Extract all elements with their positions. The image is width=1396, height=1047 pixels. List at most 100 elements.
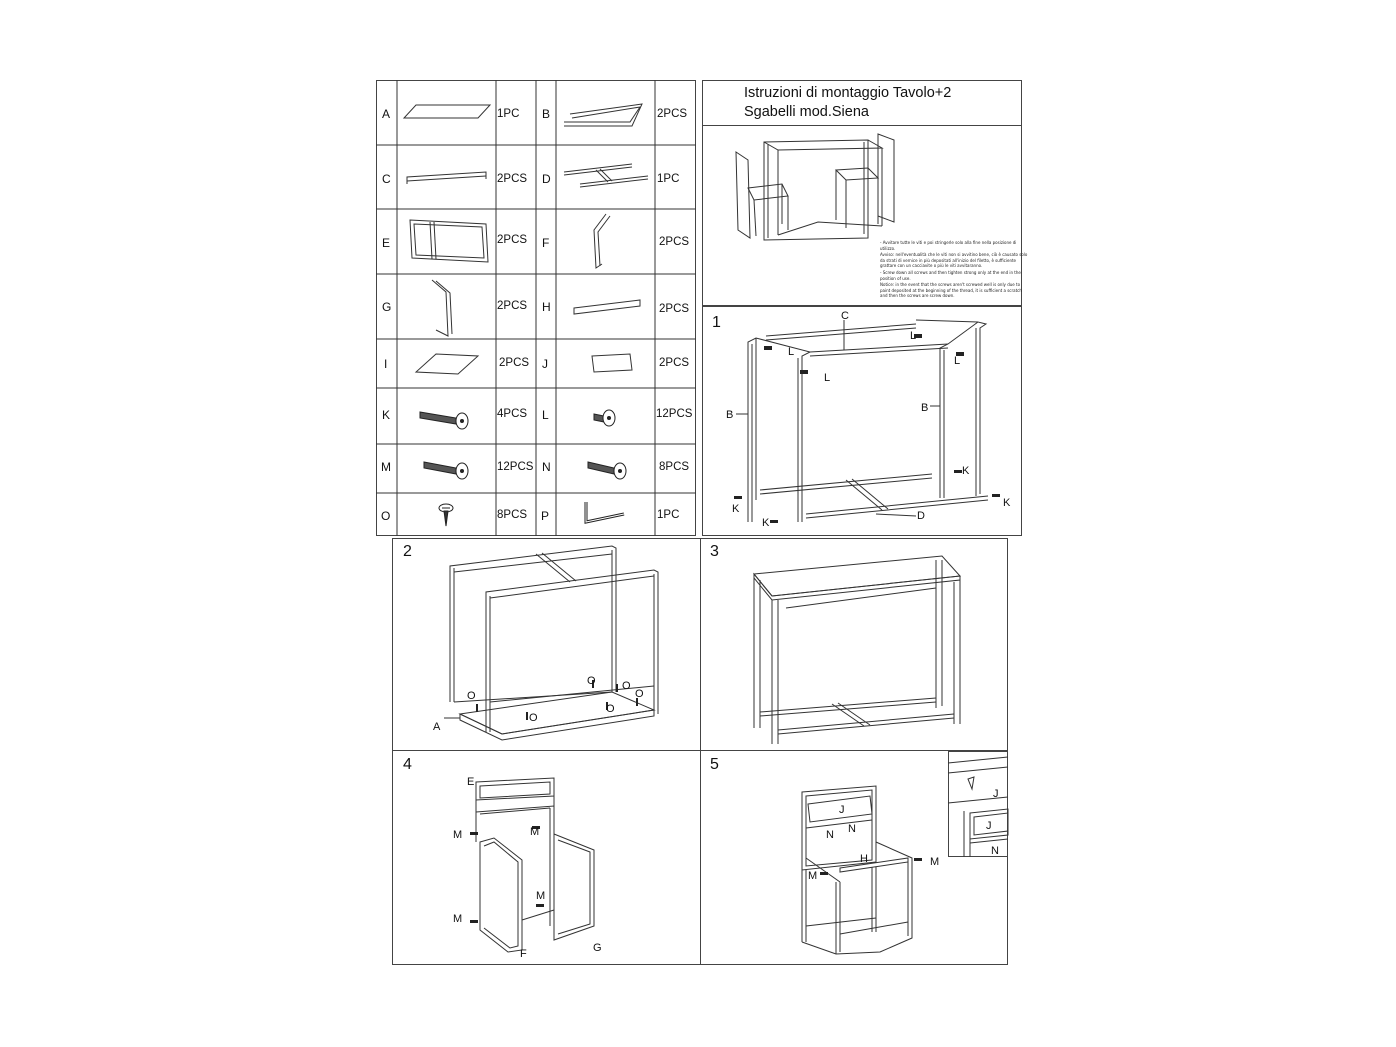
step2-illustration [444, 545, 659, 741]
label-o: O [467, 690, 476, 702]
long-bolt-icon [419, 411, 469, 430]
part-letter: I [384, 357, 388, 371]
part-letter: H [542, 300, 551, 314]
bolt-icon [587, 461, 627, 480]
label-g: G [593, 942, 602, 954]
label-k: K [1003, 497, 1011, 509]
tabletop-panel-icon [402, 104, 492, 119]
label-m: M [453, 913, 463, 925]
part-qty: 12PCS [497, 461, 534, 473]
instructions-title-line2: Sgabelli mod.Siena [744, 104, 869, 120]
step-number: 2 [403, 543, 412, 560]
part-qty: 2PCS [497, 173, 528, 185]
step5-illustration [801, 785, 922, 955]
label-k: K [762, 517, 770, 529]
top-rail-icon [406, 171, 487, 184]
side-frame-icon [564, 103, 643, 127]
part-letter: B [542, 107, 551, 121]
part-qty: 1PC [497, 108, 520, 120]
part-qty: 2PCS [659, 236, 690, 248]
part-qty: 2PCS [499, 357, 530, 369]
label-d: D [917, 510, 925, 522]
note-it-1: - Avvitare tutte le viti e poi stringerl… [880, 240, 1017, 251]
label-l: L [824, 372, 831, 384]
part-letter: P [541, 509, 550, 523]
back-panel-icon [591, 353, 633, 373]
part-qty: 4PCS [497, 408, 528, 420]
part-letter: M [381, 460, 391, 474]
label-o: O [622, 680, 631, 692]
part-qty: 2PCS [497, 300, 528, 312]
label-k: K [962, 465, 970, 477]
part-qty: 8PCS [659, 461, 690, 473]
note-it-2: Avviso: nell'eventualità che le viti non… [880, 252, 1028, 269]
note-en-2: Notice: in the event that the screws are… [880, 282, 1022, 299]
step1-illustration [734, 319, 1000, 523]
step-number: 4 [403, 756, 412, 773]
label-n: N [848, 823, 856, 835]
label-o: O [606, 703, 615, 715]
part-letter: N [542, 460, 551, 474]
step5-detail-illustration [947, 756, 1009, 857]
label-m: M [930, 856, 940, 868]
label-b: B [921, 402, 929, 414]
step3-illustration [753, 555, 962, 744]
part-qty: 2PCS [659, 303, 690, 315]
part-letter: D [542, 172, 551, 186]
header-panel [702, 80, 1022, 306]
part-qty: 1PC [657, 509, 680, 521]
parts-table-grid [376, 80, 696, 536]
label-j: J [986, 820, 992, 832]
label-l: L [954, 355, 961, 367]
label-m: M [808, 870, 818, 882]
part-letter: K [382, 408, 391, 422]
label-a: A [433, 721, 441, 733]
part-letter: J [542, 357, 548, 371]
label-l: L [910, 330, 917, 342]
label-l: L [788, 346, 795, 358]
part-letter: E [382, 236, 391, 250]
part-letter: L [542, 408, 549, 422]
step-number: 3 [710, 543, 719, 560]
label-n: N [826, 829, 834, 841]
header-divider [702, 125, 1022, 126]
label-c: C [841, 310, 849, 322]
part-qty: 12PCS [656, 408, 693, 420]
allen-key-icon [584, 502, 625, 524]
seat-panel-icon [414, 353, 480, 375]
label-j: J [839, 804, 845, 816]
part-letter: C [382, 172, 391, 186]
label-h: H [860, 853, 868, 865]
part-letter: G [382, 300, 392, 314]
label-o: O [635, 688, 644, 700]
instructions-title-line1: Istruzioni di montaggio Tavolo+2 [744, 85, 952, 101]
label-e: E [467, 776, 475, 788]
backrest-frame-icon [409, 219, 489, 263]
label-o: O [587, 675, 596, 687]
label-o: O [529, 712, 538, 724]
part-qty: 2PCS [497, 234, 528, 246]
wood-screw-icon [438, 503, 454, 527]
stool-side-frame-icon [593, 213, 611, 269]
label-m: M [536, 890, 546, 902]
step-number: 1 [712, 314, 721, 331]
part-letter: A [382, 107, 391, 121]
part-qty: 2PCS [657, 108, 688, 120]
label-k: K [732, 503, 740, 515]
part-letter: O [381, 509, 391, 523]
part-qty: 2PCS [659, 357, 690, 369]
steps-grid-hdivider [392, 750, 1008, 751]
crossbar-icon [573, 299, 641, 315]
part-letter: F [542, 236, 550, 250]
short-bolt-icon [593, 409, 616, 427]
step1-panel [702, 306, 1022, 536]
label-f: F [520, 948, 527, 960]
part-qty: 1PC [657, 173, 680, 185]
label-m: M [453, 829, 463, 841]
step4-illustration [470, 777, 595, 953]
step-number: 5 [710, 756, 719, 773]
label-b: B [726, 409, 734, 421]
step5-detail-inset [948, 751, 1008, 857]
base-frame-icon [563, 163, 649, 188]
overview-illustration [735, 133, 895, 241]
